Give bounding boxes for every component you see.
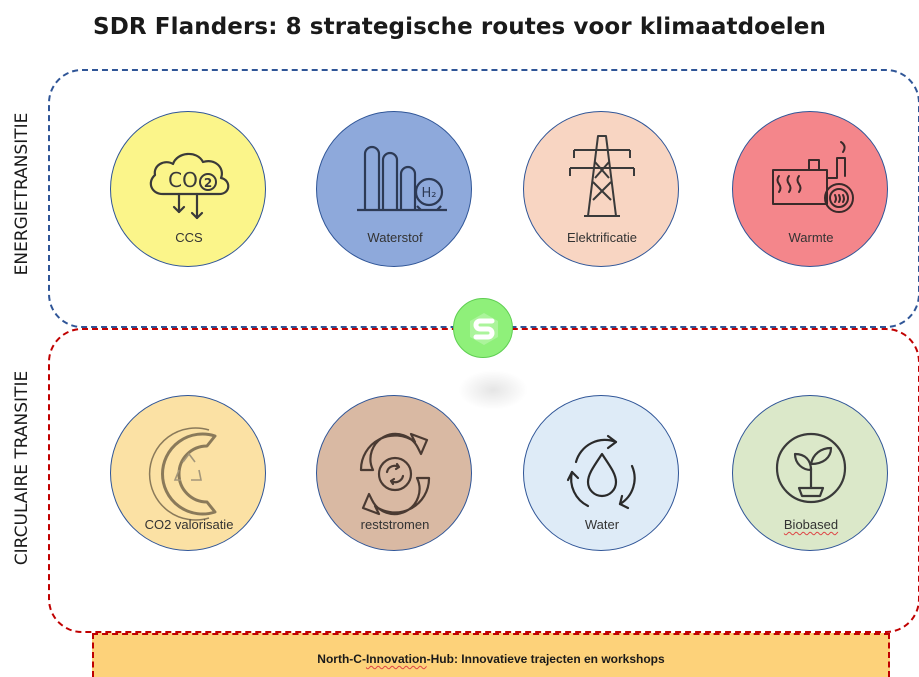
route-co2-valorisatie: CO2 valorisatie xyxy=(110,395,266,551)
route-waterstof: H₂ Waterstof xyxy=(316,111,472,267)
circular-transition-label: CIRCULAIRE TRANSITIE xyxy=(12,370,32,566)
route-warmte: Warmte xyxy=(732,111,888,267)
route-label: CO2 valorisatie xyxy=(144,517,234,532)
circular-arrows-icon xyxy=(359,432,431,516)
sdr-logo xyxy=(453,298,513,358)
carbon-recycle-icon xyxy=(148,427,217,521)
hydrogen-plant-icon: H₂ xyxy=(357,145,447,212)
route-biobased: Biobased xyxy=(732,395,888,551)
power-pylon-icon xyxy=(569,135,635,217)
innovation-hub-banner: North-C-Innovation-Hub: Innovatieve traj… xyxy=(92,633,890,677)
route-elektrificatie: Elektrificatie xyxy=(523,111,679,267)
hub-suffix: -Hub: Innovatieve trajecten en workshops xyxy=(426,652,665,666)
route-label: Biobased xyxy=(783,517,839,532)
water-cycle-icon xyxy=(566,434,636,510)
route-label: reststromen xyxy=(360,517,430,532)
heat-factory-icon xyxy=(772,141,854,213)
seedling-icon xyxy=(775,432,847,504)
route-reststromen: reststromen xyxy=(316,395,472,551)
energy-transition-label: ENERGIETRANSITIE xyxy=(12,112,32,276)
route-label: Waterstof xyxy=(367,230,423,245)
route-label: CCS xyxy=(175,230,203,245)
innovation-hub-text: North-C-Innovation-Hub: Innovatieve traj… xyxy=(94,652,888,666)
route-water: Water xyxy=(523,395,679,551)
svg-text:CO: CO xyxy=(168,168,198,192)
route-label: Elektrificatie xyxy=(566,230,638,245)
route-label: Water xyxy=(584,517,620,532)
co2-cloud-icon: CO 2 xyxy=(149,152,230,220)
sdr-logo-icon xyxy=(470,313,498,345)
logo-shadow xyxy=(458,370,528,410)
route-ccs: CO 2 CCS xyxy=(110,111,266,267)
page-title: SDR Flanders: 8 strategische routes voor… xyxy=(93,14,826,40)
hub-prefix: North-C- xyxy=(317,652,366,666)
hub-highlight: Innovation xyxy=(365,652,427,666)
svg-text:H₂: H₂ xyxy=(422,186,437,201)
svg-text:2: 2 xyxy=(204,176,212,190)
route-label: Warmte xyxy=(788,230,834,245)
